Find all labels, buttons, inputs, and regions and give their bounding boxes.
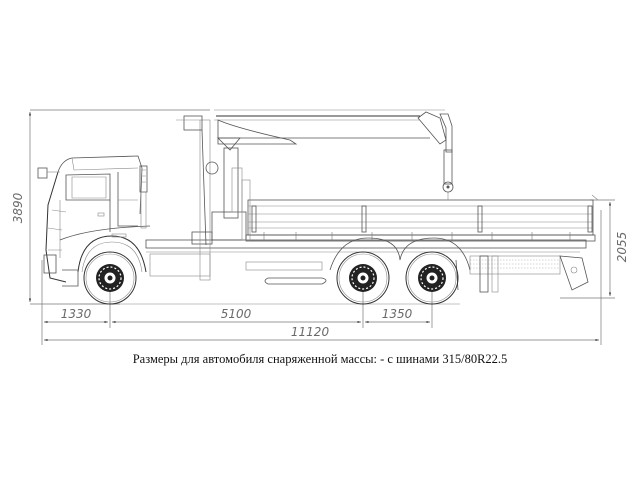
cargo-platform bbox=[245, 194, 599, 242]
truck-cab bbox=[37, 155, 151, 287]
loader-crane bbox=[176, 109, 454, 281]
length-dimensions: 1330 5100 1350 11120 bbox=[41, 210, 602, 345]
drawing-caption: Размеры для автомобиля снаряженной массы… bbox=[132, 352, 508, 366]
platform-height-label: 2055 bbox=[615, 232, 629, 263]
overall-length-label: 11120 bbox=[291, 325, 330, 339]
wheelbase-label: 5100 bbox=[221, 307, 252, 321]
platform-height-dimension: 2055 bbox=[560, 199, 629, 299]
rear-fenders bbox=[329, 237, 471, 271]
front-overhang-label: 1330 bbox=[61, 307, 92, 321]
height-label: 3890 bbox=[11, 192, 25, 223]
tandem-label: 1350 bbox=[382, 307, 413, 321]
height-dimension: 3890 bbox=[11, 109, 210, 305]
